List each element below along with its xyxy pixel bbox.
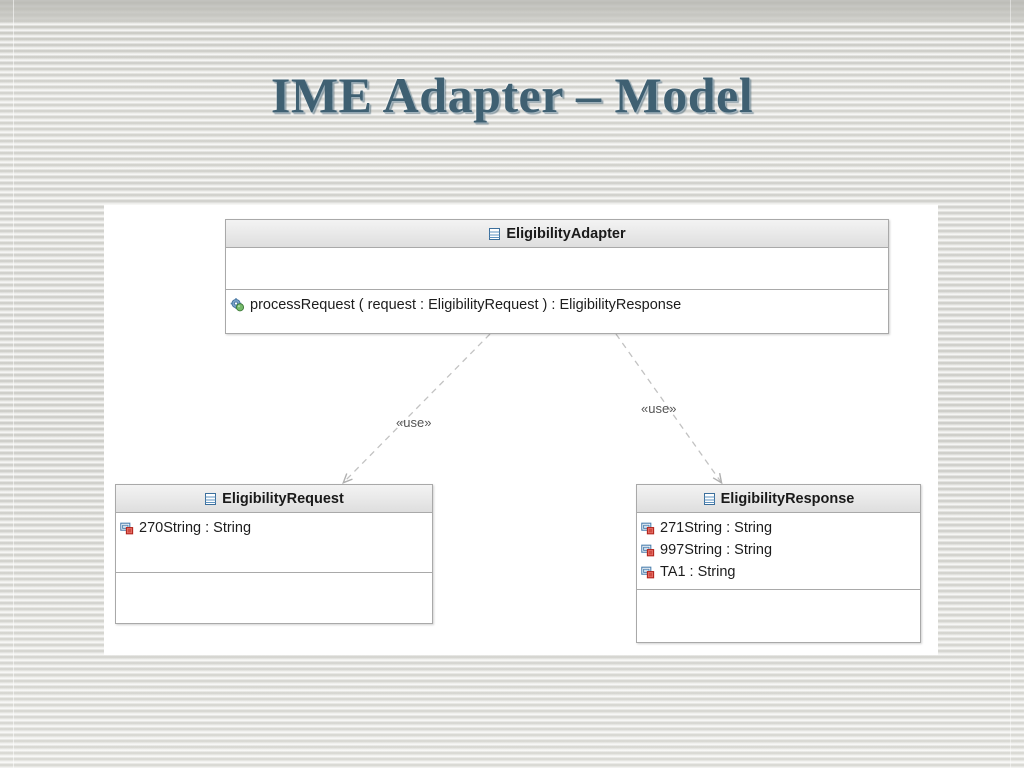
uml-attribute-label: 270String : String — [139, 520, 252, 536]
uml-class-eligibility-adapter[interactable]: EligibilityAdapter — [225, 219, 889, 334]
page-title: IME Adapter – Model — [270, 67, 754, 123]
uml-attribute-row[interactable]: 270String : String — [116, 517, 432, 539]
dependency-line-use-request — [342, 333, 491, 484]
uml-attributes-compartment-request: 270String : String — [116, 513, 432, 572]
uml-class-header: EligibilityResponse — [637, 485, 920, 513]
private-attribute-icon — [120, 521, 135, 535]
diagram-canvas: «use» «use» EligibilityAdapter — [104, 205, 938, 655]
slide-top-band — [0, 0, 1024, 22]
uml-attribute-row[interactable]: TA1 : String — [637, 561, 920, 583]
uml-class-icon — [703, 492, 716, 506]
uml-attribute-label: 997String : String — [660, 542, 773, 558]
slide-right-rule — [1010, 0, 1011, 768]
uml-attributes-compartment-adapter — [226, 248, 888, 289]
uml-class-header: EligibilityRequest — [116, 485, 432, 513]
private-attribute-icon — [641, 565, 656, 579]
uml-class-name: EligibilityRequest — [222, 490, 344, 507]
uml-operations-compartment-adapter: processRequest ( request : EligibilityRe… — [226, 289, 888, 334]
uml-class-eligibility-request[interactable]: EligibilityRequest 270String : String — [115, 484, 433, 624]
uml-class-header: EligibilityAdapter — [226, 220, 888, 248]
uml-class-eligibility-response[interactable]: EligibilityResponse 271String : String — [636, 484, 921, 643]
uml-attributes-compartment-response: 271String : String 997String : String — [637, 513, 920, 589]
uml-operation-label: processRequest ( request : EligibilityRe… — [250, 297, 682, 313]
stereotype-label-use-response: «use» — [641, 401, 677, 416]
uml-class-icon — [204, 492, 217, 506]
uml-attribute-label: 271String : String — [660, 520, 773, 536]
uml-attribute-row[interactable]: 997String : String — [637, 539, 920, 561]
uml-attribute-row[interactable]: 271String : String — [637, 517, 920, 539]
slide-left-rule — [13, 0, 14, 768]
uml-attribute-label: TA1 : String — [660, 564, 736, 580]
private-attribute-icon — [641, 521, 656, 535]
uml-class-name: EligibilityAdapter — [506, 225, 626, 242]
public-method-icon — [230, 297, 246, 313]
uml-operation-row[interactable]: processRequest ( request : EligibilityRe… — [226, 294, 888, 316]
uml-operations-compartment-response — [637, 589, 920, 642]
private-attribute-icon — [641, 543, 656, 557]
stereotype-label-use-request: «use» — [396, 415, 432, 430]
uml-class-name: EligibilityResponse — [720, 490, 855, 507]
uml-operations-compartment-request — [116, 572, 432, 624]
uml-class-icon — [488, 227, 501, 241]
